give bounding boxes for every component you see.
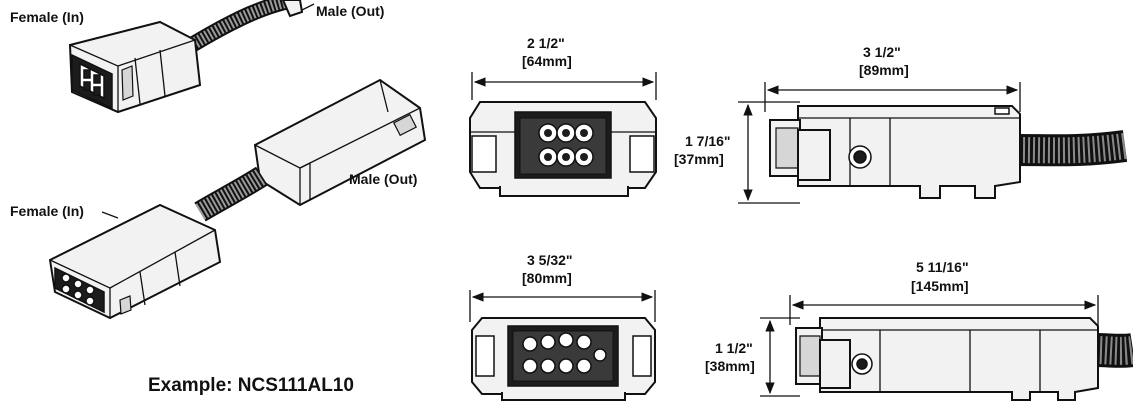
example-part-number: Example: NCS111AL10 [148, 375, 354, 396]
top-side-length-metric: [89mm] [859, 62, 909, 78]
top-side-view [769, 105, 1128, 199]
bottom-side-view [795, 317, 1133, 401]
top-female-connector-illustration [68, 0, 304, 114]
bottom-side-height-metric: [38mm] [705, 358, 755, 374]
bottom-side-dimension: 5 11/16" [145mm] 1 1/2" [38mm] [705, 259, 1099, 397]
large-adapter-illustration [48, 78, 427, 320]
top-front-width-metric: [64mm] [522, 53, 572, 69]
bottom-side-length-metric: [145mm] [911, 278, 969, 294]
top-front-view [469, 101, 657, 197]
mid-male-label: Male (Out) [349, 171, 417, 187]
top-front-width-imperial: 2 1/2" [527, 35, 565, 51]
top-side-dimension: 3 1/2" [89mm] 1 7/16" [37mm] [674, 44, 1021, 204]
bottom-female-leader-line [101, 211, 119, 219]
top-side-height-imperial: 1 7/16" [685, 133, 731, 149]
bottom-side-length-imperial: 5 11/16" [916, 259, 969, 275]
top-front-dimension: 2 1/2" [64mm] [471, 35, 657, 100]
top-side-height-metric: [37mm] [674, 151, 724, 167]
bottom-female-label: Female (In) [10, 203, 84, 219]
bottom-front-view [471, 317, 656, 401]
bottom-side-height-imperial: 1 1/2" [715, 340, 753, 356]
top-male-leader-line [301, 3, 315, 11]
bottom-front-width-imperial: 3 5/32" [527, 252, 573, 268]
top-male-label: Male (Out) [316, 3, 384, 19]
bottom-front-width-metric: [80mm] [522, 270, 572, 286]
top-side-length-imperial: 3 1/2" [863, 44, 901, 60]
bottom-front-dimension: 3 5/32" [80mm] [469, 252, 656, 322]
top-female-label: Female (In) [10, 9, 84, 25]
